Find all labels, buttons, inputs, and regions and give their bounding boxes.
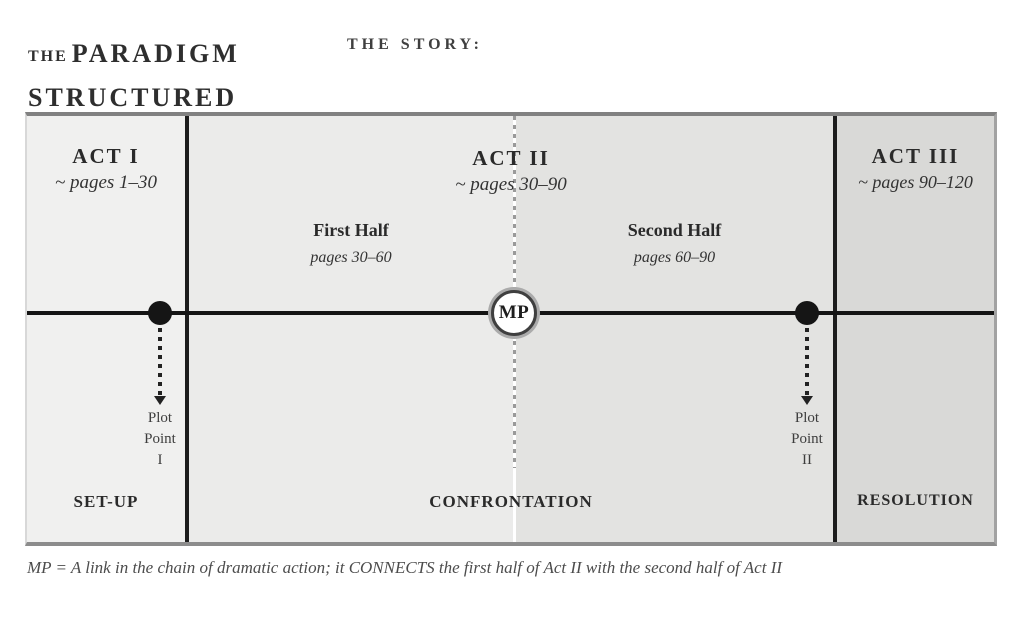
title-the: THE <box>28 48 68 65</box>
plot-point-2-arrow <box>805 328 809 396</box>
three-act-diagram: ACT I ~ pages 1–30 ACT II ~ pages 30–90 … <box>25 112 997 546</box>
act2-pages: ~ pages 30–90 <box>455 174 567 195</box>
act3-phase-label: RESOLUTION <box>857 492 974 509</box>
act3-pages: ~ pages 90–120 <box>858 172 973 192</box>
act2-second-half-region <box>516 116 833 542</box>
page-title: THE PARADIGM STRUCTURED <box>28 34 240 118</box>
act2-name: ACT II <box>472 146 550 170</box>
act2-first-half-label: First Half pages 30–60 <box>189 220 513 267</box>
first-half-pages: pages 30–60 <box>310 249 392 266</box>
page-title-line1: THE PARADIGM <box>28 34 240 78</box>
act3-heading: ACT III ~ pages 90–120 <box>837 144 994 193</box>
act2-first-half-region <box>189 116 513 542</box>
act2-act3-divider <box>833 116 837 542</box>
midpoint-caption: MP = A link in the chain of dramatic act… <box>27 558 783 577</box>
second-half-pages: pages 60–90 <box>633 249 716 266</box>
act1-pages: ~ pages 1–30 <box>54 172 158 193</box>
story-label: THE STORY: <box>347 36 483 53</box>
act1-act2-divider <box>185 116 189 542</box>
act2-second-half-label: Second Half pages 60–90 <box>516 220 833 267</box>
plot-point-1-label: Plot Point I <box>144 410 176 468</box>
act1-heading: ACT I ~ pages 1–30 <box>27 144 185 194</box>
act3-region <box>837 116 994 542</box>
plot-point-1-arrow <box>158 328 162 396</box>
plot-point-2-label: Plot Point II <box>791 410 823 468</box>
plot-point-2-arrowhead <box>801 396 813 405</box>
midpoint-badge: MP <box>491 290 537 336</box>
plot-point-1-dot <box>148 301 172 325</box>
act1-phase-label: SET-UP <box>73 492 139 511</box>
act3-name: ACT III <box>871 144 960 168</box>
act1-name: ACT I <box>72 144 140 168</box>
title-paradigm: PARADIGM <box>71 39 240 68</box>
act2-phase-label: CONFRONTATION <box>429 492 593 511</box>
title-structured: STRUCTURED <box>28 83 238 112</box>
plot-point-1-arrowhead <box>154 396 166 405</box>
act2-heading: ACT II ~ pages 30–90 <box>189 146 833 196</box>
first-half-title: First Half <box>313 220 389 240</box>
plot-point-2-dot <box>795 301 819 325</box>
second-half-title: Second Half <box>627 220 722 240</box>
